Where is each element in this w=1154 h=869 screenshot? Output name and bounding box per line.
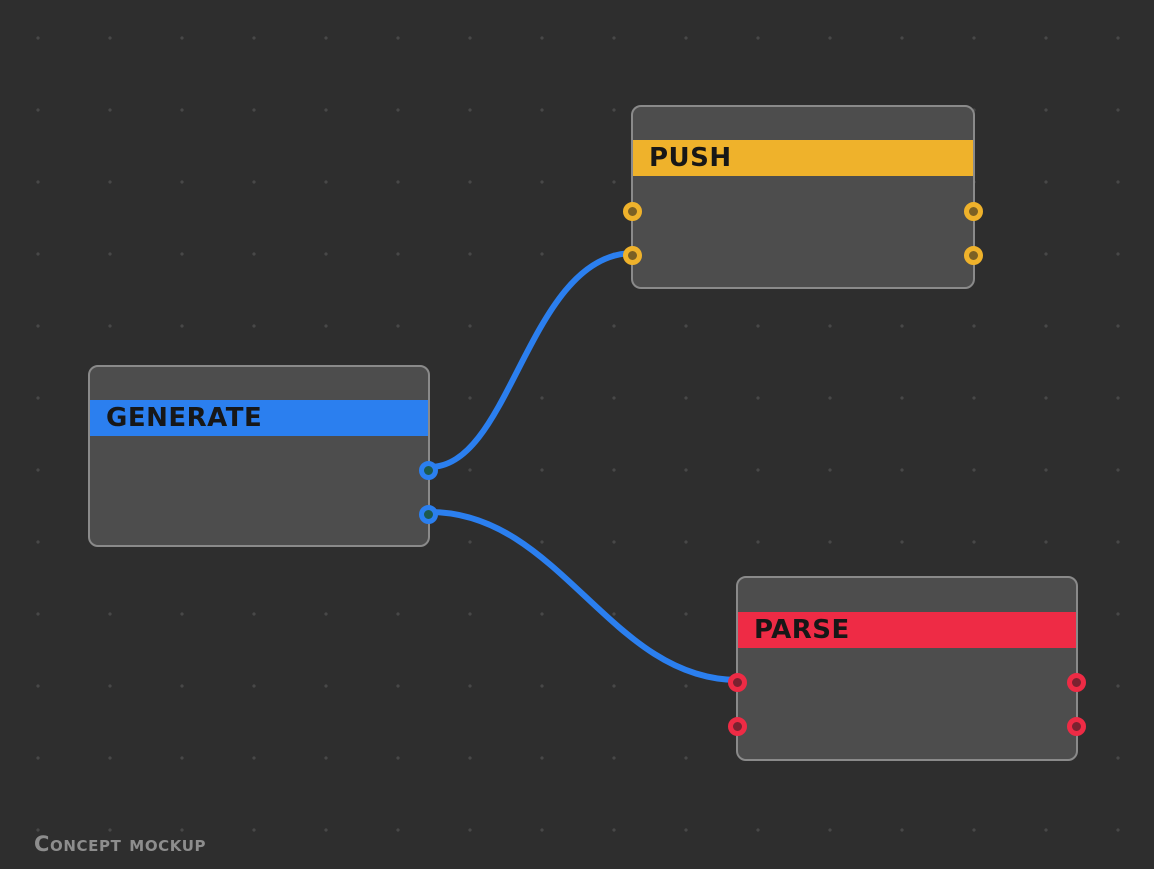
node-parse-title-label: PARSE xyxy=(754,615,850,645)
node-generate[interactable]: GENERATE xyxy=(88,365,438,547)
push-input-2[interactable] xyxy=(623,246,642,265)
parse-output-2[interactable] xyxy=(1067,717,1086,736)
node-push[interactable]: PUSH xyxy=(623,105,983,289)
generate-output-1[interactable] xyxy=(419,461,438,480)
canvas-caption: Concept mockup xyxy=(34,832,207,856)
node-parse[interactable]: PARSE xyxy=(728,576,1086,761)
node-generate-title-label: GENERATE xyxy=(106,403,263,433)
node-generate-title-bar[interactable]: GENERATE xyxy=(90,400,428,436)
parse-input-1[interactable] xyxy=(728,673,747,692)
edge-generate-to-push[interactable] xyxy=(427,250,637,470)
parse-input-2[interactable] xyxy=(728,717,747,736)
push-input-1[interactable] xyxy=(623,202,642,221)
parse-output-1[interactable] xyxy=(1067,673,1086,692)
node-parse-title-bar[interactable]: PARSE xyxy=(738,612,1076,648)
node-push-title-bar[interactable]: PUSH xyxy=(633,140,973,176)
push-output-2[interactable] xyxy=(964,246,983,265)
generate-output-2[interactable] xyxy=(419,505,438,524)
push-output-1[interactable] xyxy=(964,202,983,221)
edge-generate-to-parse[interactable] xyxy=(427,509,741,683)
node-push-title-label: PUSH xyxy=(649,143,732,173)
